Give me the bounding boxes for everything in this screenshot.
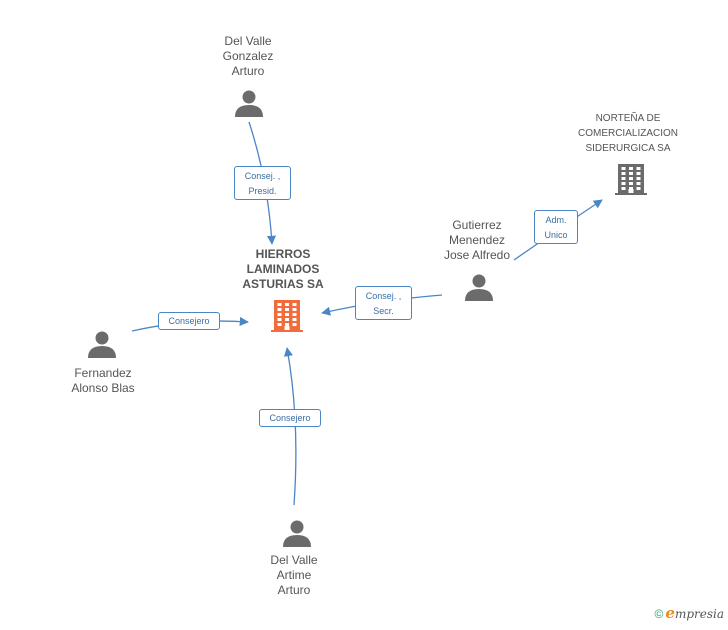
person-label-del-valle-artime[interactable]: Del Valle Artime Arturo: [244, 553, 344, 598]
person-name-line: Alonso Blas: [71, 381, 135, 395]
person-icon-del-valle-artime[interactable]: [283, 520, 311, 548]
edge-label-consej-presid[interactable]: Consej. , Presid.: [234, 166, 291, 200]
company-name-line: COMERCIALIZACION: [577, 128, 678, 139]
empresia-footer[interactable]: ©empresia: [655, 604, 724, 622]
center-name-line: ASTURIAS SA: [242, 277, 324, 291]
company-label-nortena[interactable]: NORTEÑA DE COMERCIALIZACION SIDERURGICA …: [560, 111, 696, 156]
building-icon-center[interactable]: [271, 300, 303, 332]
edge-label-line: Unico: [544, 230, 568, 240]
person-name-line: Del Valle: [224, 34, 272, 48]
person-label-gutierrez-menendez[interactable]: Gutierrez Menendez Jose Alfredo: [426, 218, 528, 263]
edge-label-line: Presid.: [248, 186, 277, 196]
person-name-line: Fernandez: [74, 366, 132, 380]
person-label-fernandez-alonso[interactable]: Fernandez Alonso Blas: [48, 366, 158, 396]
person-name-line: Menendez: [448, 233, 506, 247]
person-name-line: Artime: [276, 568, 312, 582]
edge-label-line: Secr.: [373, 306, 394, 316]
edge-label-adm-unico[interactable]: Adm. Unico: [534, 210, 578, 244]
edge-label-line: Consej. ,: [365, 291, 402, 301]
center-name-line: HIERROS: [255, 247, 311, 261]
person-name-line: Arturo: [277, 583, 311, 597]
company-name-line: SIDERURGICA SA: [585, 143, 671, 154]
person-label-del-valle-gonzalez[interactable]: Del Valle Gonzalez Arturo: [198, 34, 298, 79]
person-name-line: Jose Alfredo: [443, 248, 511, 262]
edge-label-consejero-artime[interactable]: Consejero: [259, 409, 321, 427]
edge-label-consejero-fernandez[interactable]: Consejero: [158, 312, 220, 330]
person-name-line: Arturo: [231, 64, 265, 78]
center-name-line: LAMINADOS: [246, 262, 320, 276]
person-name-line: Gutierrez: [452, 218, 502, 232]
edge-label-line: Adm.: [545, 215, 567, 225]
copyright-icon: ©: [654, 607, 664, 621]
edge-label-line: Consejero: [269, 413, 311, 423]
center-company-label[interactable]: HIERROS LAMINADOS ASTURIAS SA: [228, 247, 338, 292]
person-icon-gutierrez-menendez[interactable]: [465, 274, 493, 302]
edge-label-consej-secr[interactable]: Consej. , Secr.: [355, 286, 412, 320]
person-name-line: Del Valle: [270, 553, 318, 567]
empresia-logo-initial: e: [665, 604, 675, 622]
person-icon-del-valle-gonzalez[interactable]: [235, 90, 263, 118]
edge-label-line: Consejero: [168, 316, 210, 326]
company-name-line: NORTEÑA DE: [595, 113, 661, 124]
empresia-logo-text: mpresia: [674, 607, 724, 621]
edge-label-line: Consej. ,: [244, 171, 281, 181]
building-icon-nortena[interactable]: [615, 164, 647, 195]
person-name-line: Gonzalez: [222, 49, 274, 63]
person-icon-fernandez-alonso[interactable]: [88, 331, 116, 359]
